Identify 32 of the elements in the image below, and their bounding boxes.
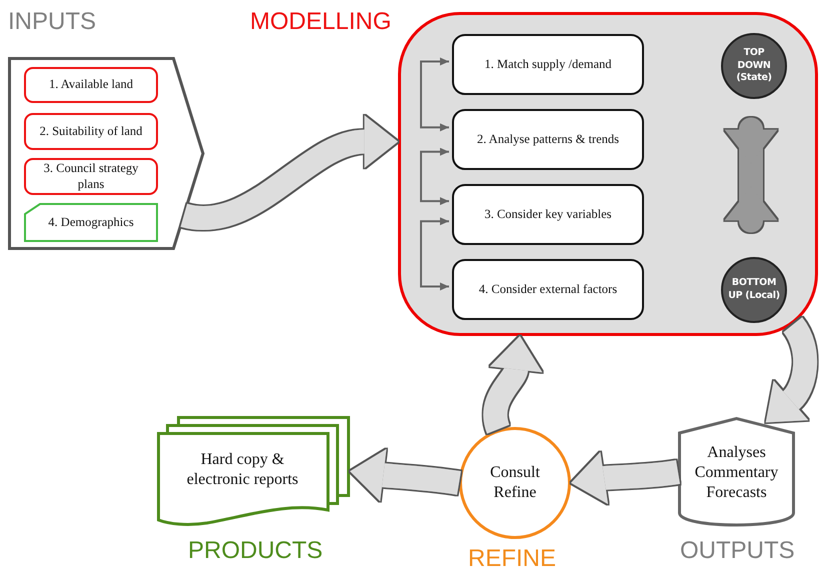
process-box xyxy=(452,184,644,245)
section-heading: INPUTS xyxy=(8,8,96,36)
input-label: 3. Council strategy plans xyxy=(42,160,140,192)
connector-arrow xyxy=(420,217,449,290)
section-heading: MODELLING xyxy=(250,8,392,36)
block-arrow xyxy=(182,115,398,230)
process-box xyxy=(452,34,644,95)
input-label: 4. Demographics xyxy=(48,214,134,230)
product-label: Hard copy & electronic reports xyxy=(186,450,300,490)
section-heading: REFINE xyxy=(468,545,556,572)
level-label: TOP DOWN (State) xyxy=(735,46,773,86)
step-label: 3. Consider key variables xyxy=(484,206,612,222)
level-label: BOTTOM UP (Local) xyxy=(727,277,781,303)
input-box xyxy=(24,158,158,195)
process-box xyxy=(452,109,644,170)
connector-arrow xyxy=(420,148,449,206)
block-arrow xyxy=(768,318,818,425)
modelling-panel xyxy=(398,12,818,336)
step-label: 2. Analyse patterns & trends xyxy=(477,132,619,148)
input-label: 2. Suitability of land xyxy=(40,124,142,140)
step-label: 1. Match supply /demand xyxy=(484,56,612,72)
section-heading: OUTPUTS xyxy=(680,537,795,565)
refine-label: Consult Refine xyxy=(489,463,541,503)
block-arrow xyxy=(483,337,542,433)
section-heading: PRODUCTS xyxy=(188,537,323,565)
input-label: 1. Available land xyxy=(48,77,134,93)
input-box xyxy=(24,113,158,150)
process-box xyxy=(452,259,644,320)
output-label: Analyses Commentary Forecasts xyxy=(694,443,780,503)
connector-arrow xyxy=(420,58,449,132)
step-label: 4. Consider external factors xyxy=(478,282,618,298)
input-box xyxy=(24,67,158,103)
